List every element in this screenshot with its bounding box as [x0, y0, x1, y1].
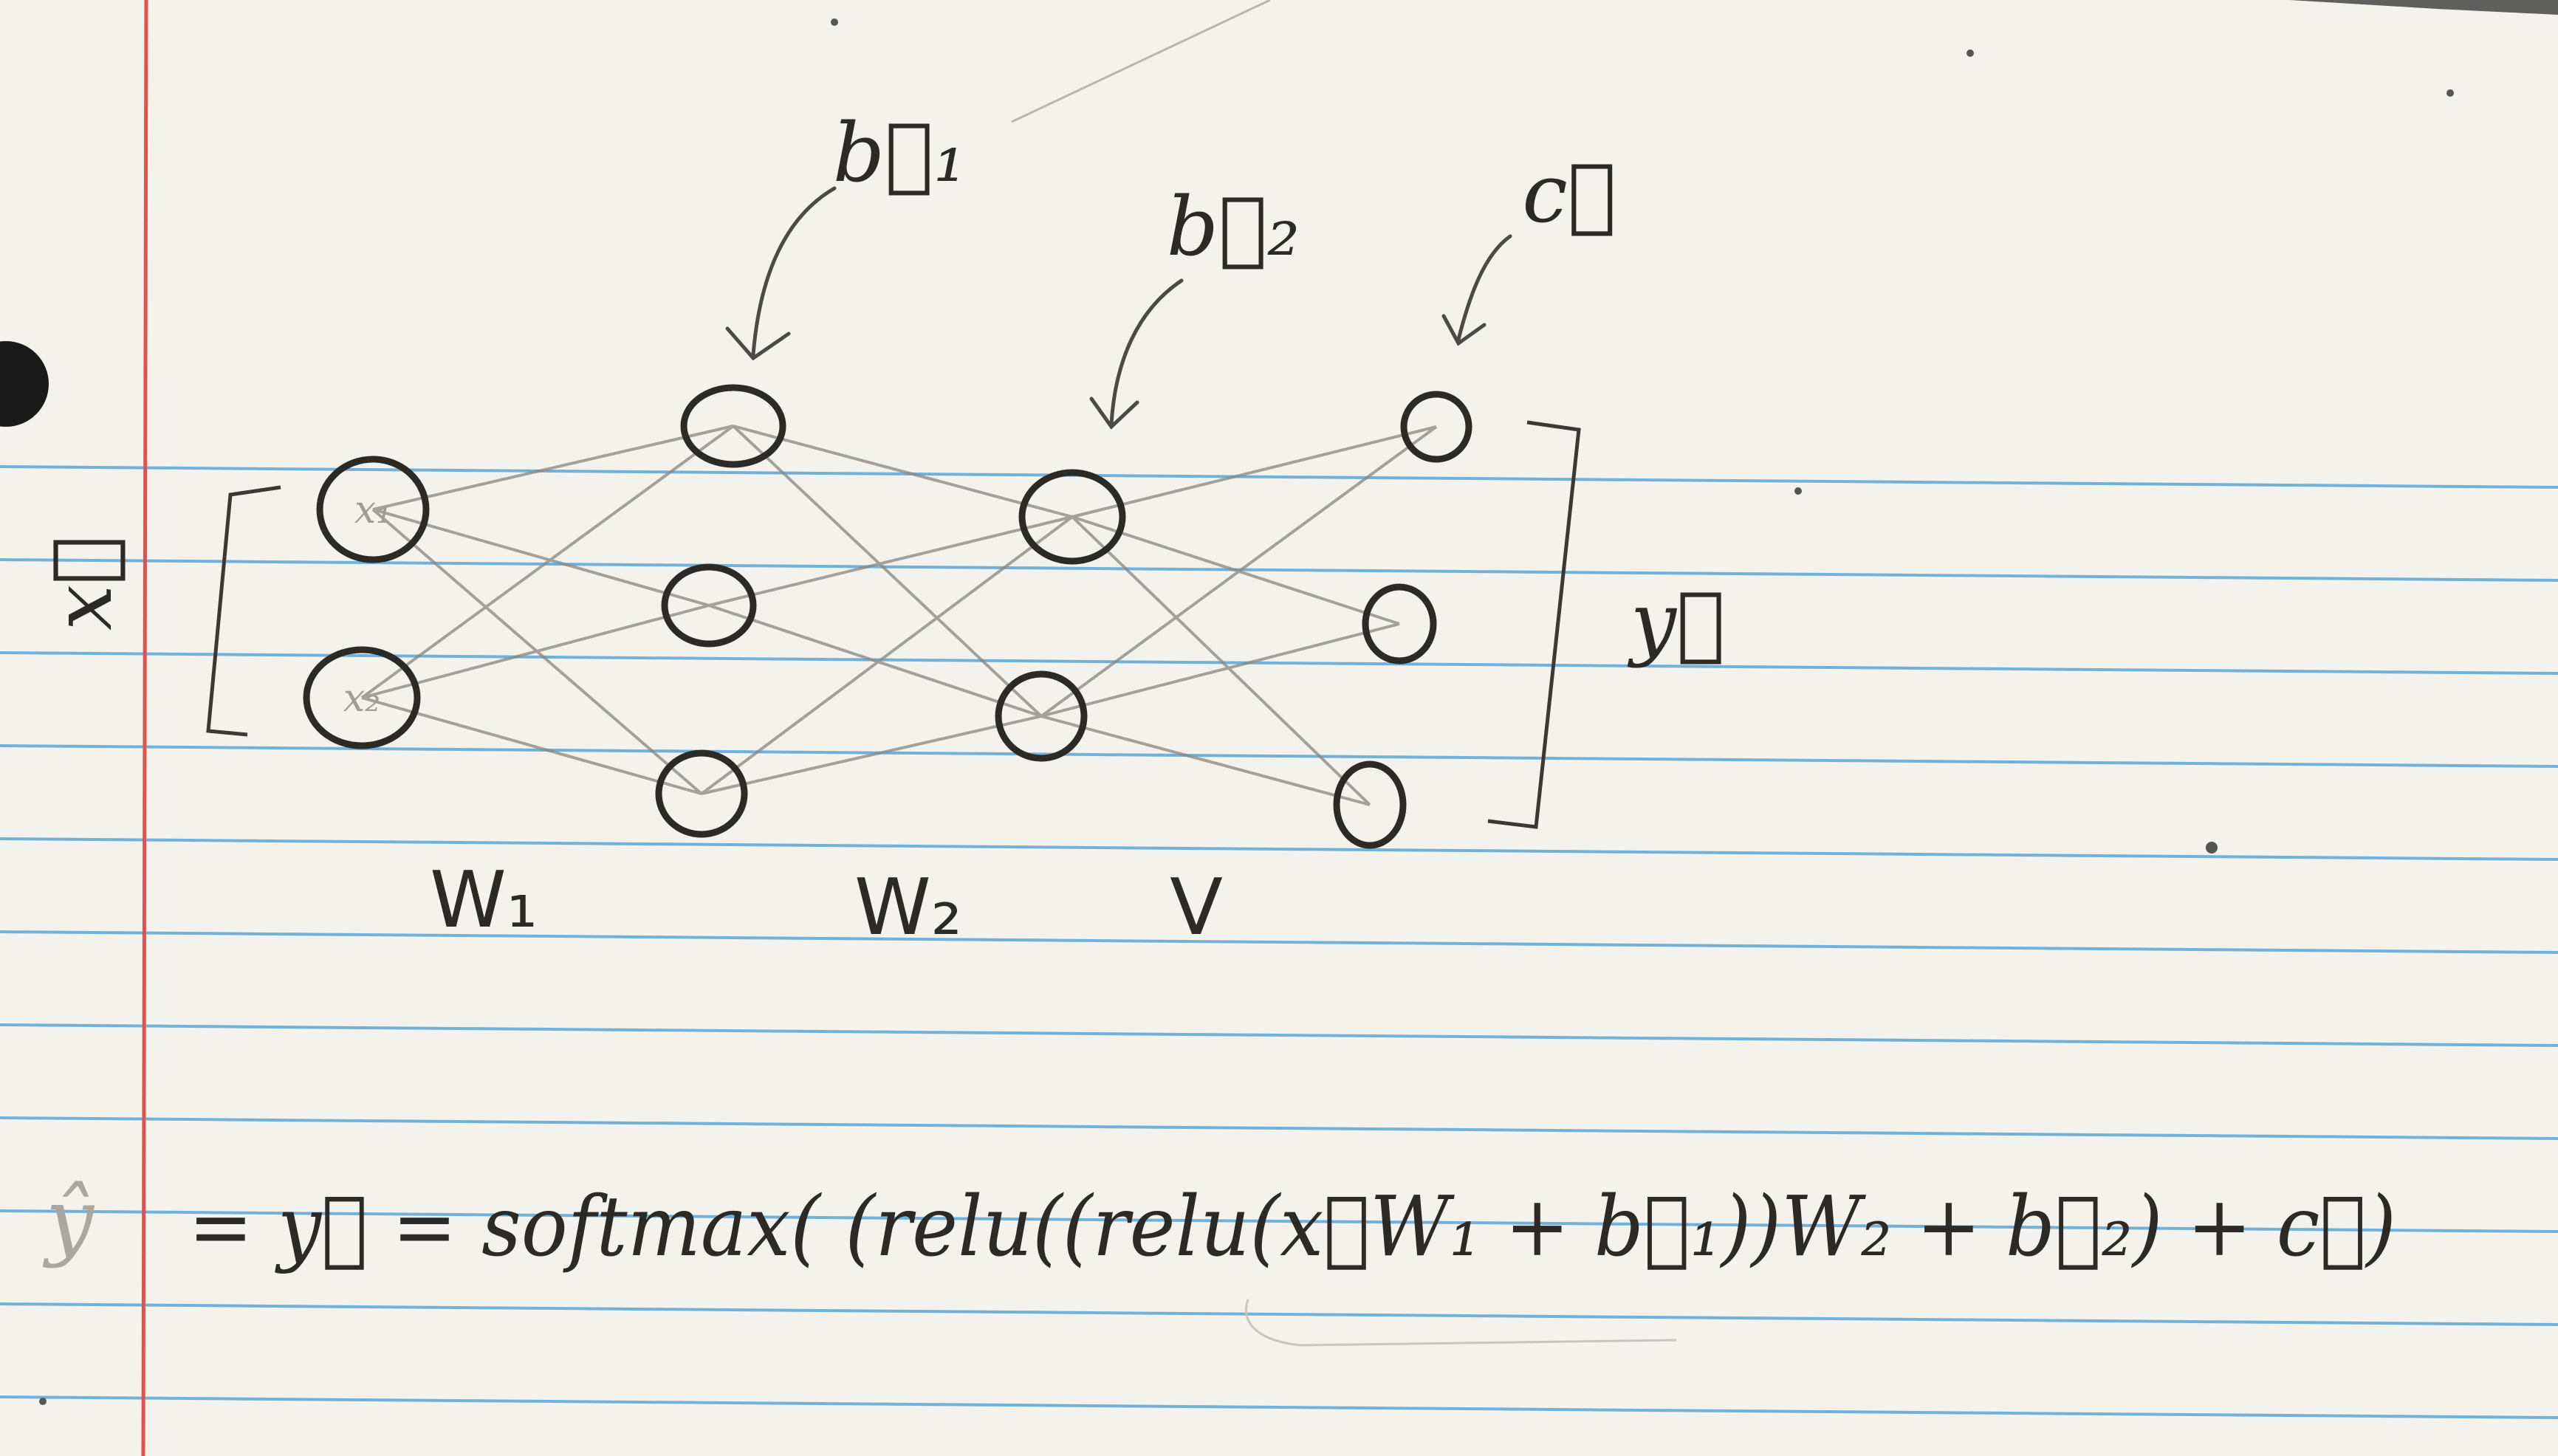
bias-1-arrowhead — [725, 326, 791, 361]
connection-hidden-1-1-to-hidden-2-1 — [733, 425, 1073, 518]
output-node-3 — [1333, 760, 1407, 849]
speck — [2446, 89, 2454, 97]
input-node-label-1: x₁ — [354, 488, 391, 532]
speck — [831, 18, 838, 26]
rule-line — [0, 1116, 2558, 1140]
rule-line — [0, 465, 2558, 489]
connection-hidden-1-2-to-hidden-2-2 — [708, 604, 1042, 718]
weights-1-label: W₁ — [430, 855, 538, 945]
connection-hidden-2-1-to-output-2 — [1071, 515, 1400, 625]
hidden-2-node-2 — [995, 670, 1088, 762]
speck — [39, 1398, 47, 1405]
bias-out-arrow — [1456, 234, 1512, 342]
rule-line — [0, 837, 2558, 861]
connection-hidden-1-3-to-hidden-2-1 — [700, 515, 1074, 795]
output-node-2 — [1362, 583, 1437, 665]
connection-input-1-to-hidden-1-2 — [372, 508, 710, 607]
ruled-lines — [0, 465, 2558, 1419]
connection-input-2-to-hidden-1-2 — [361, 604, 710, 699]
rule-line — [0, 744, 2558, 768]
output-bracket — [1487, 420, 1581, 829]
input-node-label-2: x₂ — [343, 676, 380, 721]
input-vector-label: x⃗ — [35, 536, 130, 631]
network-nodes: x₁ x₂ — [303, 384, 1472, 849]
input-node-2 — [303, 646, 421, 749]
connection-input-2-to-hidden-1-1 — [360, 425, 735, 699]
binder-hole — [0, 341, 49, 427]
connection-hidden-1-3-to-hidden-2-2 — [701, 715, 1042, 795]
rule-line — [0, 1302, 2558, 1326]
rule-line — [0, 1209, 2558, 1233]
connection-hidden-1-1-to-hidden-2-2 — [732, 425, 1043, 718]
connection-hidden-2-1-to-output-1 — [1071, 425, 1437, 518]
bias-out-label: c⃗ — [1522, 146, 1616, 241]
bias-out-arrowhead — [1441, 314, 1487, 346]
connection-hidden-2-1-to-output-3 — [1071, 515, 1371, 806]
weights-out-label: V — [1170, 862, 1223, 952]
bias-arrows — [725, 186, 1512, 430]
speck — [1794, 487, 1802, 495]
input-bracket — [206, 485, 281, 737]
margin-line — [141, 0, 148, 1456]
hidden-1-node-1 — [680, 384, 786, 468]
rule-line — [0, 1023, 2558, 1047]
connection-hidden-2-2-to-output-3 — [1040, 715, 1371, 806]
page-shadow-corner — [2289, 0, 2558, 15]
equation-underline-mark — [1245, 1299, 1677, 1347]
output-vector-label: y⃗ — [1627, 574, 1725, 669]
hidden-1-node-3 — [655, 749, 748, 838]
input-node-1 — [316, 456, 430, 563]
bias-2-label: b⃗₂ — [1167, 179, 1300, 274]
stray-pencil-line — [1011, 0, 1271, 123]
output-node-1 — [1400, 391, 1472, 463]
connection-hidden-2-2-to-output-1 — [1040, 425, 1438, 718]
equation-lhs-faint: ŷ — [42, 1171, 95, 1270]
weights-2-label: W₂ — [854, 862, 962, 952]
connection-lines — [360, 425, 1438, 806]
rule-line — [0, 651, 2558, 675]
paper-specks — [39, 18, 2454, 1405]
speck — [2206, 842, 2218, 854]
bias-2-arrow — [1109, 278, 1184, 427]
connection-input-1-to-hidden-1-1 — [372, 425, 734, 511]
hidden-1-node-2 — [661, 563, 757, 648]
connection-input-2-to-hidden-1-3 — [361, 696, 702, 795]
bias-2-arrowhead — [1089, 396, 1139, 430]
hidden-2-node-1 — [1018, 469, 1126, 565]
rule-line — [0, 1395, 2558, 1419]
connection-hidden-1-2-to-hidden-2-1 — [708, 515, 1073, 607]
rule-line — [0, 930, 2558, 954]
bias-1-arrow — [751, 186, 837, 357]
speck — [1966, 49, 1974, 57]
bias-1-label: b⃗₁ — [833, 106, 967, 200]
connection-hidden-2-2-to-output-2 — [1040, 622, 1400, 718]
rule-line — [0, 558, 2558, 582]
equation-text: = y⃗ = softmax( (relu((relu(x⃗W₁ + b⃗₁))… — [188, 1179, 2396, 1275]
